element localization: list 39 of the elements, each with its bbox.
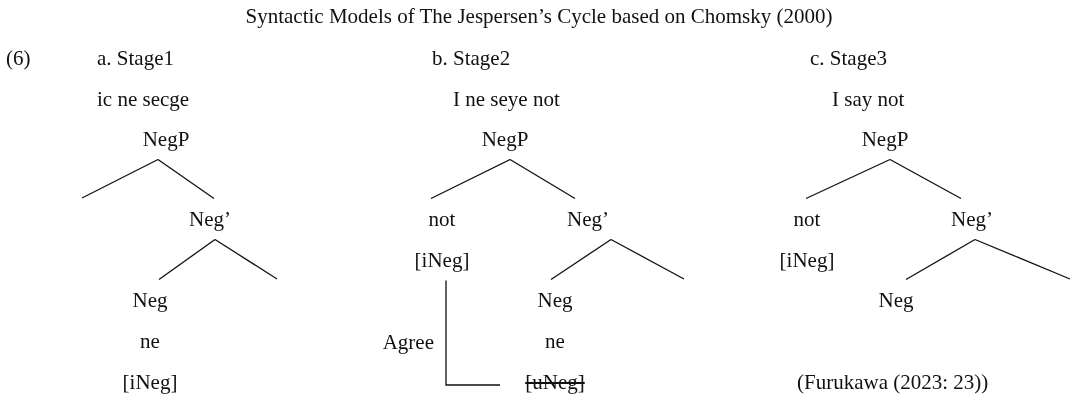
example-sentence: I say not <box>832 87 905 111</box>
tree-branch <box>610 238 685 280</box>
tree-label: NegP <box>481 126 529 151</box>
tree-label: ne <box>140 328 160 353</box>
tree-label: [uNeg] <box>525 369 585 394</box>
tree-branch <box>974 238 1071 280</box>
tree-branch <box>889 158 962 200</box>
tree-branch <box>81 158 159 199</box>
stage-heading: a. Stage1 <box>97 46 174 70</box>
example-number: (6) <box>6 46 31 70</box>
tree-label: not <box>428 206 456 231</box>
diagram-title: Syntactic Models of The Jespersen’s Cycle based on Chomsky (2000) <box>245 4 833 28</box>
tree-branch <box>214 238 278 280</box>
tree-label: ne <box>545 328 565 353</box>
tree-label: Neg’ <box>567 206 609 231</box>
example-sentence: I ne seye not <box>453 87 560 111</box>
tree-branch <box>805 158 891 200</box>
agree-line <box>445 279 501 386</box>
tree-branch <box>158 238 216 281</box>
source-citation: (Furukawa (2023: 23)) <box>797 370 989 394</box>
tree-label: NegP <box>861 126 909 151</box>
tree-branch <box>905 238 976 281</box>
stage-heading: c. Stage3 <box>810 46 887 70</box>
tree-label: [iNeg] <box>122 369 178 394</box>
example-sentence: ic ne secge <box>97 87 190 111</box>
tree-label: Neg <box>132 287 168 312</box>
tree-branch <box>157 158 215 200</box>
tree-branch <box>550 238 612 281</box>
tree-label: NegP <box>142 126 190 151</box>
tree-label: Neg’ <box>189 206 231 231</box>
tree-branch <box>509 158 576 200</box>
stage-heading: b. Stage2 <box>432 46 511 70</box>
tree-branch <box>430 158 511 200</box>
tree-label: [iNeg] <box>779 247 835 272</box>
tree-label: Neg <box>878 287 914 312</box>
tree-label: Neg’ <box>951 206 993 231</box>
tree-label: not <box>793 206 821 231</box>
tree-label: [iNeg] <box>414 247 470 272</box>
tree-label: Neg <box>537 287 573 312</box>
